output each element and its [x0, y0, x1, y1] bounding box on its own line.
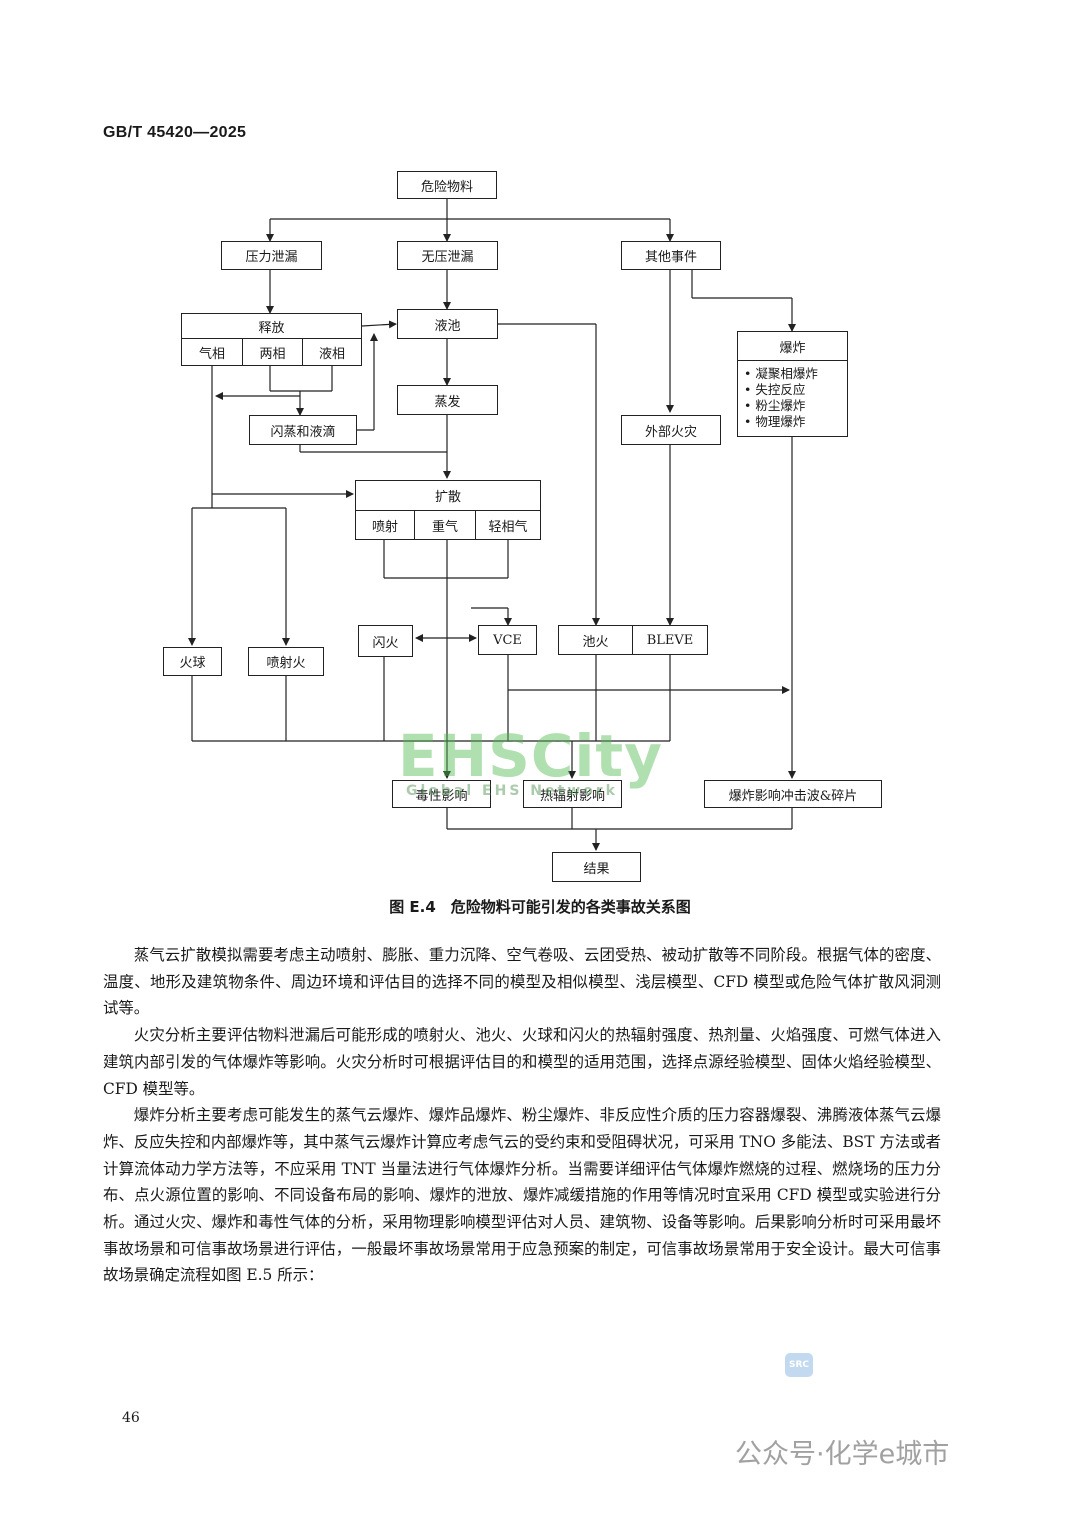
node-jet-fire: 喷射火: [248, 647, 324, 676]
node-vce: VCE: [478, 625, 537, 655]
release-cell-gas: 气相: [182, 339, 243, 366]
explosion-item: 凝聚相爆炸: [744, 366, 818, 382]
logo-badge: SRC: [785, 1353, 813, 1377]
node-thermal-effects: 热辐射影响: [523, 780, 622, 808]
release-title: 释放: [182, 314, 361, 339]
paragraph: 蒸气云扩散模拟需要考虑主动喷射、膨胀、重力沉降、空气卷吸、云团受热、被动扩散等不…: [103, 946, 941, 1018]
node-result: 结果: [552, 852, 641, 882]
node-pressure-leak: 压力泄漏: [221, 241, 322, 270]
node-external-fire: 外部火灾: [621, 415, 721, 445]
node-dispersion: 扩散 喷射 重气 轻相气: [355, 480, 541, 540]
explosion-list: 凝聚相爆炸 失控反应 粉尘爆炸 物理爆炸: [744, 366, 818, 430]
release-cell-liquid: 液相: [318, 347, 345, 362]
node-blast-effects: 爆炸影响冲击波&碎片: [704, 780, 882, 808]
release-cell-two-phase: 两相: [243, 339, 303, 366]
figure-caption: 图 E.4 危险物料可能引发的各类事故关系图: [389, 898, 691, 916]
explosion-item: 物理爆炸: [744, 414, 818, 430]
node-nonpressure-leak: 无压泄漏: [397, 241, 498, 270]
standard-code: GB/T 45420—2025: [103, 124, 247, 141]
dispersion-cell-heavy: 重气: [415, 511, 476, 539]
dispersion-title: 扩散: [356, 481, 540, 511]
bleve-cell: BLEVE: [646, 632, 694, 648]
pool-fire-cell: 池火: [559, 626, 633, 654]
body-text: 蒸气云扩散模拟需要考虑主动喷射、膨胀、重力沉降、空气卷吸、云团受热、被动扩散等不…: [103, 942, 941, 1289]
node-toxic-effects: 毒性影响: [392, 780, 491, 808]
explosion-item: 粉尘爆炸: [744, 398, 818, 414]
corner-watermark: 公众号·化学e城市: [735, 1439, 950, 1470]
node-release: 释放 气相 两相 液相: [181, 313, 362, 366]
dispersion-cell-jet: 喷射: [356, 511, 415, 539]
explosion-item: 失控反应: [744, 382, 818, 398]
page-number: 46: [122, 1410, 140, 1426]
node-pool-fire-bleve: 池火 BLEVE: [558, 625, 708, 655]
node-flash-droplets: 闪蒸和液滴: [249, 415, 357, 445]
watermark-subtitle: Global EHS Network: [406, 783, 618, 799]
flowchart-connectors: [188, 199, 796, 851]
node-other-events: 其他事件: [621, 241, 721, 270]
node-flash-fire: 闪火: [358, 625, 413, 657]
node-hazardous-material: 危险物料: [397, 171, 497, 199]
paragraph: 爆炸分析主要考虑可能发生的蒸气云爆炸、爆炸品爆炸、粉尘爆炸、非反应性介质的压力容…: [103, 1106, 941, 1285]
node-fireball: 火球: [163, 647, 222, 676]
node-pool: 液池: [397, 309, 498, 339]
node-evaporation: 蒸发: [397, 385, 498, 415]
dispersion-cell-light: 轻相气: [488, 519, 528, 535]
paragraph: 火灾分析主要评估物料泄漏后可能形成的喷射火、池火、火球和闪火的热辐射强度、热剂量…: [103, 1026, 941, 1098]
watermark-logo: EHSCity: [398, 722, 663, 790]
explosion-title: 爆炸: [738, 332, 847, 361]
